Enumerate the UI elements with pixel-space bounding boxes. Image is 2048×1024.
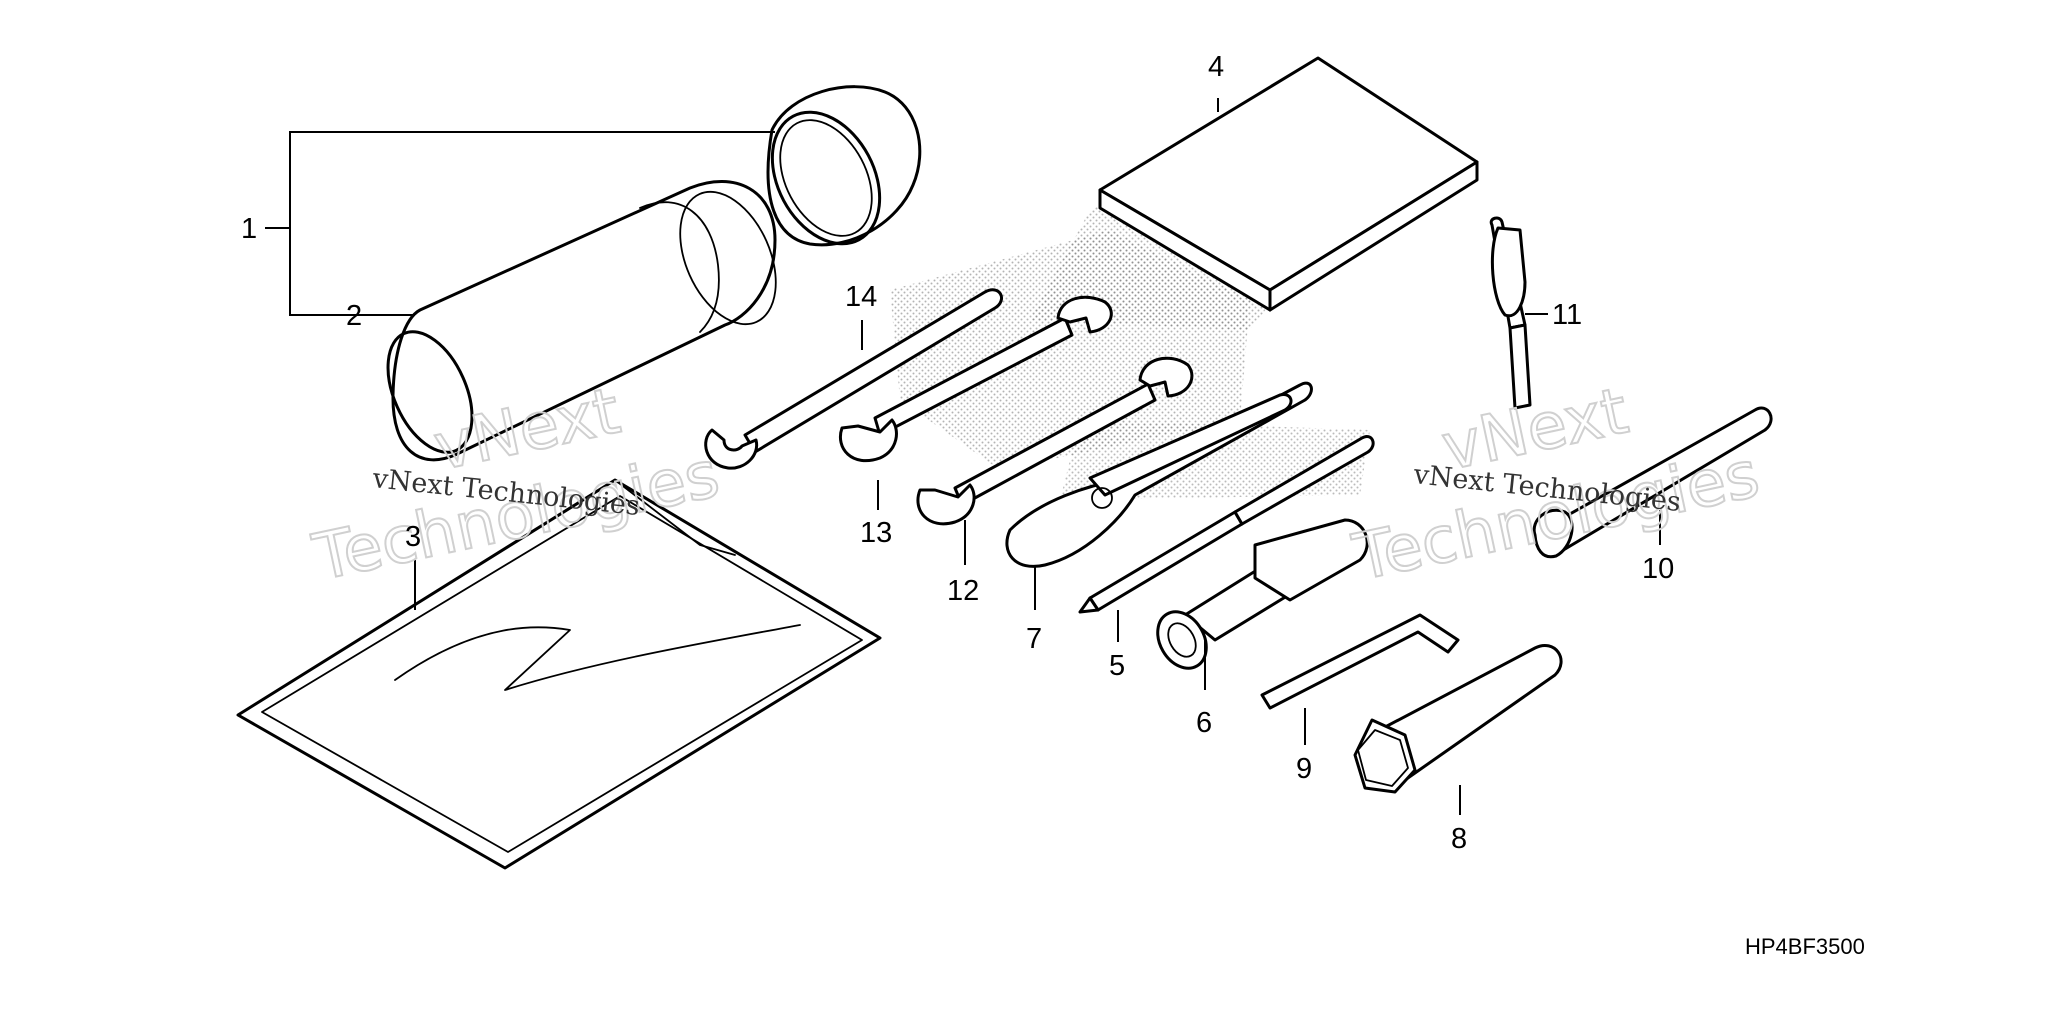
wrench-12[interactable] xyxy=(916,356,1194,526)
callout-14[interactable]: 14 xyxy=(845,281,877,313)
leader-lines xyxy=(265,98,1661,815)
callout-10[interactable]: 10 xyxy=(1642,553,1674,585)
pliers[interactable] xyxy=(1005,381,1313,568)
tool-bag[interactable] xyxy=(236,478,882,870)
callout-2[interactable]: 2 xyxy=(346,300,362,332)
callout-13[interactable]: 13 xyxy=(860,517,892,549)
callout-9[interactable]: 9 xyxy=(1296,753,1312,785)
pin-spanner[interactable] xyxy=(1532,406,1773,559)
socket-wrench[interactable] xyxy=(1148,518,1369,677)
diagram-code: HP4BF3500 xyxy=(1745,934,1865,959)
callout-4[interactable]: 4 xyxy=(1208,51,1224,83)
owners-manual[interactable] xyxy=(1098,56,1479,312)
handle-grip[interactable] xyxy=(1489,216,1532,410)
wrench-14[interactable] xyxy=(704,288,1003,470)
callout-7[interactable]: 7 xyxy=(1026,623,1042,655)
callout-5[interactable]: 5 xyxy=(1109,650,1125,682)
screwdriver[interactable] xyxy=(1078,435,1375,614)
callout-3[interactable]: 3 xyxy=(405,521,421,553)
tool-case-tube[interactable] xyxy=(371,177,795,465)
callout-11[interactable]: 11 xyxy=(1552,299,1582,331)
spark-plug-wrench[interactable] xyxy=(1353,644,1563,794)
callout-8[interactable]: 8 xyxy=(1451,823,1467,855)
hex-key[interactable] xyxy=(1260,613,1460,710)
callout-1[interactable]: 1 xyxy=(241,213,257,245)
callout-6[interactable]: 6 xyxy=(1196,707,1212,739)
tool-case-cap[interactable] xyxy=(751,85,922,263)
callout-labels: 1 2 3 4 5 6 7 8 9 10 11 12 13 14 xyxy=(241,51,1674,855)
callout-12[interactable]: 12 xyxy=(947,575,979,607)
wrench-13[interactable] xyxy=(839,295,1113,463)
